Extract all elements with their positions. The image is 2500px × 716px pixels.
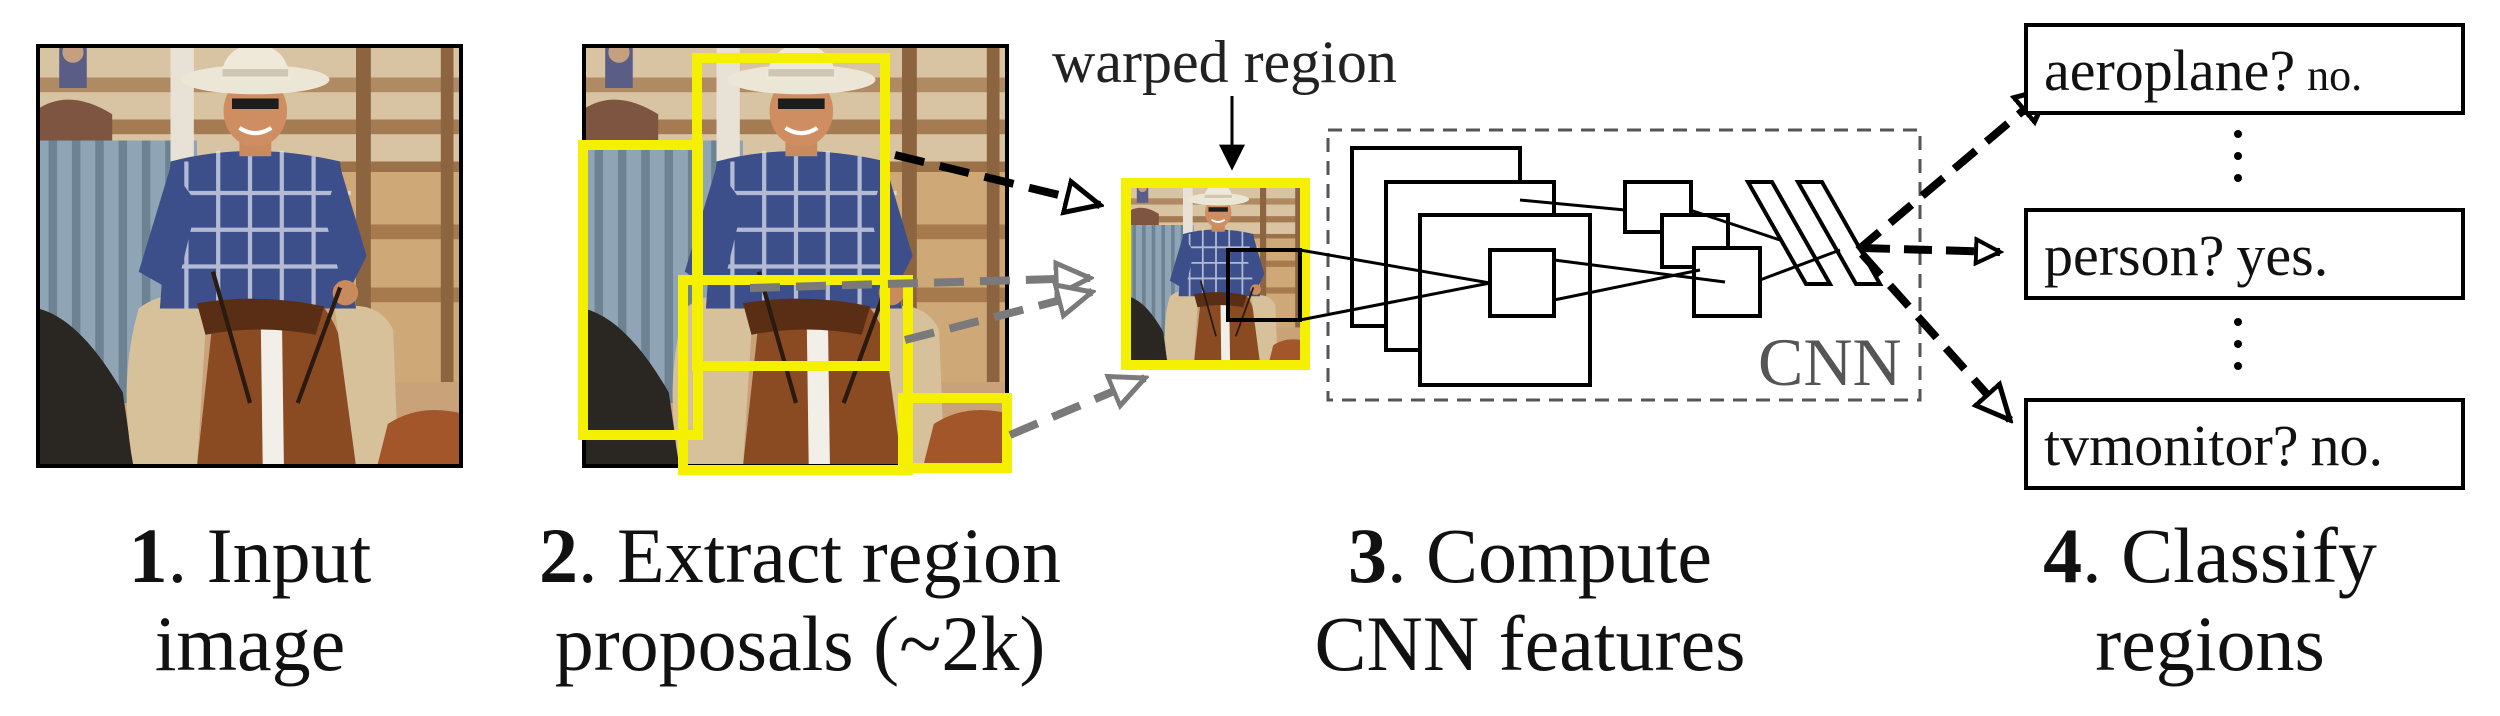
ellipsis-dots-lower	[2234, 318, 2242, 370]
class-name: tvmonitor?	[2044, 413, 2299, 478]
step-caption-4: 4. Classify regions	[1980, 512, 2440, 688]
svg-text:tvmonitor?no.: tvmonitor?no.	[2044, 413, 2383, 478]
arrow-proposal-to-warp-dark	[894, 151, 1100, 205]
arrow-proposal-to-warp-gray-2	[904, 292, 1092, 344]
arrow-proposal-to-warp-gray-1	[749, 278, 1090, 288]
class-output-person: person?yes.	[2024, 208, 2465, 300]
class-answer: no.	[2307, 51, 2362, 100]
cnn-connections	[1299, 198, 1841, 322]
step-number: 4	[2043, 512, 2083, 599]
step-number: 2	[539, 512, 579, 599]
cnn-label: CNN	[1758, 324, 1902, 400]
class-name: person?	[2044, 223, 2224, 288]
ellipsis-dots-upper	[2234, 130, 2242, 182]
step-title-line2: regions	[2095, 600, 2325, 687]
class-output-tvmonitor: tvmonitor?no.	[2024, 398, 2465, 490]
step-caption-1: 1. Input image	[60, 512, 440, 688]
step-caption-2: 2. Extract region proposals (~2k)	[500, 512, 1100, 688]
proposal-box-horse	[678, 275, 913, 475]
input-image	[36, 44, 463, 468]
cnn-layers	[1350, 146, 1884, 387]
arrow-to-person	[1861, 248, 2000, 252]
arrow-to-tvmonitor	[1859, 251, 2010, 420]
svg-text:person?yes.: person?yes.	[2044, 223, 2328, 288]
class-output-aeroplane: aeroplane?no.	[2024, 23, 2465, 115]
step-title-line1: . Classify	[2082, 512, 2377, 599]
arrow-to-aeroplane	[1855, 88, 2050, 254]
class-name: aeroplane?	[2044, 38, 2295, 103]
svg-text:aeroplane?no.: aeroplane?no.	[2044, 38, 2362, 103]
step-title-line2: CNN features	[1314, 600, 1746, 687]
step-title-line2: proposals (~2k)	[554, 600, 1046, 687]
step-number: 3	[1348, 512, 1387, 599]
step-title-line1: . Input	[167, 512, 372, 599]
step-number: 1	[128, 512, 168, 599]
step-title-line1: . Extract region	[578, 512, 1061, 599]
step-title-line1: . Compute	[1387, 512, 1712, 599]
step-caption-3: 3. Compute CNN features	[1270, 512, 1790, 688]
class-answer: no.	[2311, 413, 2384, 478]
proposal-box-panel	[578, 140, 703, 440]
proposal-box-small	[898, 393, 1012, 473]
cnn-dashed-box	[1326, 128, 1922, 402]
step-title-line2: image	[154, 600, 346, 687]
proposal-boxes	[578, 53, 1012, 475]
arrow-proposal-to-warp-gray-3	[1008, 378, 1145, 439]
warped-region-label: warped region	[1052, 29, 1397, 95]
class-answer: yes.	[2236, 223, 2328, 288]
cnn-block: CNN	[1299, 128, 1922, 402]
warped-region	[1121, 178, 1310, 370]
